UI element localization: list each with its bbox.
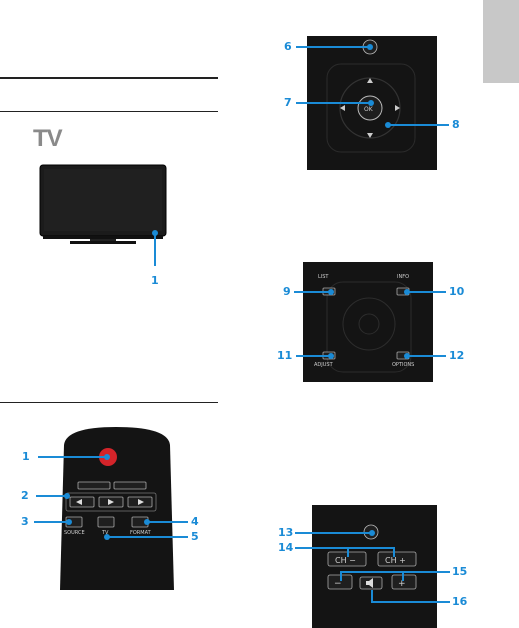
callout-15: 15 bbox=[452, 565, 468, 578]
callout-5: 5 bbox=[191, 530, 199, 543]
callout-dot bbox=[66, 519, 72, 525]
callout-2: 2 bbox=[21, 489, 29, 502]
callout-line bbox=[406, 355, 446, 357]
callout-1: 1 bbox=[151, 274, 159, 287]
info-label: INFO bbox=[397, 274, 410, 280]
callout-line bbox=[393, 547, 395, 557]
callout-dot bbox=[367, 44, 373, 50]
divider bbox=[0, 77, 218, 79]
callout-line bbox=[106, 536, 188, 538]
callout-dot bbox=[152, 230, 158, 236]
callout-line bbox=[347, 547, 349, 557]
callout-line bbox=[154, 232, 156, 266]
vol-minus-label: − bbox=[334, 579, 342, 589]
callout-14: 14 bbox=[278, 541, 294, 554]
callout-line bbox=[340, 571, 450, 573]
format-label: FORMAT bbox=[130, 530, 151, 536]
callout-8: 8 bbox=[452, 118, 460, 131]
callout-dot bbox=[64, 493, 70, 499]
callout-dot bbox=[104, 454, 110, 460]
callout-line bbox=[340, 571, 342, 581]
tv-heading: TV bbox=[33, 125, 63, 152]
callout-11: 11 bbox=[277, 349, 293, 362]
callout-line bbox=[387, 124, 449, 126]
callout-dot bbox=[144, 519, 150, 525]
list-label: LIST bbox=[318, 274, 329, 280]
callout-line bbox=[294, 291, 330, 293]
callout-line bbox=[38, 456, 106, 458]
callout-dot bbox=[385, 122, 391, 128]
callout-line bbox=[406, 291, 446, 293]
ch-plus-label: CH + bbox=[385, 556, 406, 565]
adjust-label: ADJUST bbox=[314, 362, 333, 368]
callout-line bbox=[402, 571, 404, 581]
callout-dot bbox=[404, 353, 410, 359]
callout-dot bbox=[369, 530, 375, 536]
remote-power-illustration bbox=[60, 427, 174, 590]
callout-line bbox=[371, 590, 373, 602]
callout-6: 6 bbox=[284, 40, 292, 53]
divider bbox=[0, 402, 218, 403]
callout-13: 13 bbox=[278, 526, 294, 539]
callout-line bbox=[295, 532, 371, 534]
options-label: OPTIONS bbox=[392, 362, 415, 368]
callout-line bbox=[146, 521, 188, 523]
callout-line bbox=[296, 355, 330, 357]
tv-illustration bbox=[39, 164, 167, 244]
ch-minus-label: CH − bbox=[335, 556, 356, 565]
callout-4: 4 bbox=[191, 515, 199, 528]
source-label: SOURCE bbox=[64, 530, 85, 536]
callout-7: 7 bbox=[284, 96, 292, 109]
callout-line bbox=[295, 547, 395, 549]
callout-dot bbox=[328, 353, 334, 359]
callout-10: 10 bbox=[449, 285, 465, 298]
divider bbox=[0, 111, 218, 112]
callout-line bbox=[34, 521, 68, 523]
callout-dot bbox=[368, 100, 374, 106]
callout-line bbox=[296, 46, 368, 48]
callout-12: 12 bbox=[449, 349, 465, 362]
callout-line bbox=[371, 601, 450, 603]
section-tab bbox=[483, 0, 519, 83]
callout-9: 9 bbox=[283, 285, 291, 298]
callout-line bbox=[36, 495, 66, 497]
tv-label: TV bbox=[102, 530, 109, 536]
remote-volume-illustration bbox=[327, 524, 417, 590]
callout-dot bbox=[404, 289, 410, 295]
callout-16: 16 bbox=[452, 595, 468, 608]
callout-3: 3 bbox=[21, 515, 29, 528]
callout-1: 1 bbox=[22, 450, 30, 463]
ok-label: OK bbox=[364, 106, 373, 113]
callout-dot bbox=[104, 534, 110, 540]
callout-line bbox=[296, 102, 370, 104]
callout-dot bbox=[328, 289, 334, 295]
vol-plus-label: + bbox=[398, 579, 406, 589]
